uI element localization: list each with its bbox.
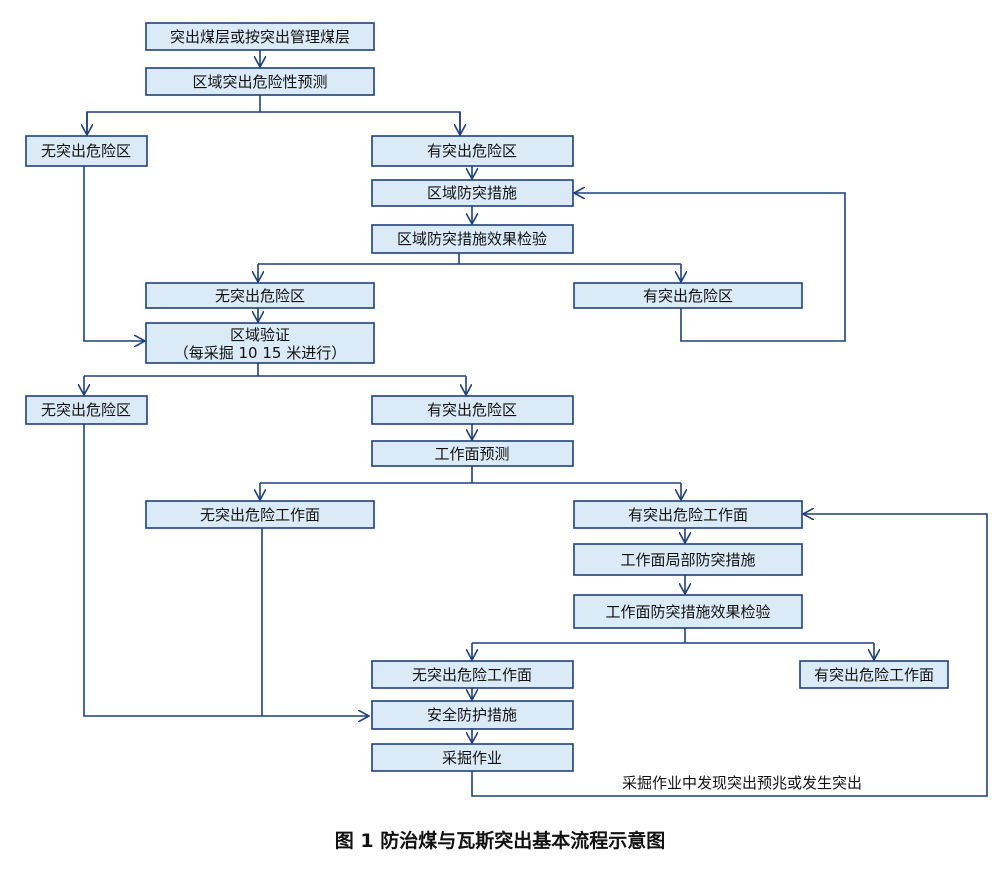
- node-no-danger-face-2-label: 无突出危险工作面: [412, 666, 532, 684]
- node-danger-face-2: [799, 660, 949, 689]
- node-no-danger-zone-3: [25, 395, 148, 425]
- node-danger-zone-3-label: 有突出危险区: [427, 401, 517, 419]
- node-danger-face: [573, 500, 803, 529]
- node-face-effect-check-label: 工作面防突措施效果检验: [605, 603, 770, 621]
- flowchart: 突出煤层或按突出管理煤层 区域突出危险性预测 无突出危险区 有突出危险区 区域防…: [25, 22, 988, 797]
- node-danger-zone-1: [371, 135, 574, 167]
- node-regional-measures: [371, 179, 574, 207]
- node-danger-face-2-label: 有突出危险工作面: [814, 666, 934, 684]
- branch-bar-1: [86, 111, 461, 135]
- loop-back-to-n14: [471, 514, 988, 797]
- node-mining-operation-label: 采掘作业: [442, 749, 502, 767]
- node-no-danger-zone-1-label: 无突出危险区: [41, 142, 131, 160]
- node-mining-operation: [371, 743, 574, 772]
- node-face-prediction-label: 工作面预测: [434, 445, 509, 463]
- node-no-danger-face-1: [145, 500, 375, 529]
- node-face-prediction: [371, 440, 574, 467]
- node-no-danger-zone-3-label: 无突出危险区: [41, 401, 131, 419]
- connectors: [83, 50, 988, 797]
- node-no-danger-face-2: [371, 660, 574, 689]
- node-regional-prediction: [145, 67, 375, 96]
- figure-caption: 图 1 防治煤与瓦斯突出基本流程示意图: [334, 830, 666, 852]
- loop-back-to-n5: [574, 193, 846, 342]
- node-no-danger-zone-2: [145, 282, 375, 309]
- node-regional-effect-check-label: 区域防突措施效果检验: [397, 230, 547, 248]
- node-danger-zone-3: [371, 395, 574, 425]
- node-regional-measures-label: 区域防突措施: [427, 184, 517, 202]
- node-danger-zone-2-label: 有突出危险区: [643, 287, 733, 305]
- loop-annotation: 采掘作业中发现突出预兆或发生突出: [622, 774, 862, 792]
- node-outburst-seam: [145, 22, 375, 51]
- node-no-danger-zone-1: [25, 135, 148, 167]
- node-no-danger-zone-2-label: 无突出危险区: [215, 287, 305, 305]
- node-regional-prediction-label: 区域突出危险性预测: [192, 73, 327, 91]
- node-face-effect-check: [573, 594, 803, 629]
- node-outburst-seam-label: 突出煤层或按突出管理煤层: [170, 28, 350, 46]
- node-face-local-measures: [573, 543, 803, 576]
- node-safety-protection: [371, 700, 574, 730]
- node-safety-protection-label: 安全防护措施: [427, 706, 517, 724]
- node-danger-zone-1-label: 有突出危险区: [427, 142, 517, 160]
- node-regional-verification-note: （每采掘 10 15 米进行）: [174, 344, 346, 362]
- node-danger-face-label: 有突出危险工作面: [628, 506, 748, 524]
- node-regional-effect-check: [371, 224, 574, 254]
- node-face-local-measures-label: 工作面局部防突措施: [620, 551, 755, 569]
- arrow-n3-to-n9: [83, 166, 145, 341]
- node-regional-verification-label: 区域验证: [230, 326, 290, 344]
- arrow-n10-to-n19: [83, 424, 369, 716]
- node-no-danger-face-1-label: 无突出危险工作面: [200, 506, 320, 524]
- node-danger-zone-2: [573, 282, 803, 309]
- nodes: 突出煤层或按突出管理煤层 区域突出危险性预测 无突出危险区 有突出危险区 区域防…: [25, 22, 949, 772]
- node-regional-verification: [145, 322, 375, 364]
